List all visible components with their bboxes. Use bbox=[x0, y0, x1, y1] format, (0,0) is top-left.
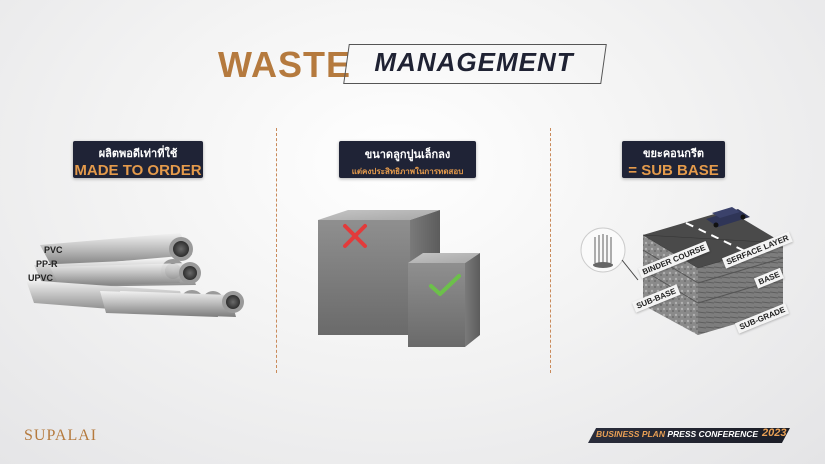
label-smaller-concrete: ขนาดลูกปูนเล็กลง แต่คงประสิทธิภาพในการทด… bbox=[339, 141, 476, 178]
footer-text: BUSINESS PLAN PRESS CONFERENCE bbox=[596, 429, 758, 439]
label-made-to-order: ผลิตพอดีเท่าที่ใช้ MADE TO ORDER bbox=[73, 141, 203, 179]
label-thai-subtext: แต่คงประสิทธิภาพในการทดสอบ bbox=[351, 167, 464, 176]
footer-bar bbox=[588, 428, 790, 443]
section-divider bbox=[276, 128, 277, 373]
footer-year: 2023 bbox=[762, 427, 787, 439]
label-thai-text: ขยะคอนกรีต bbox=[642, 147, 705, 160]
car-icon bbox=[706, 207, 750, 228]
pipes-illustration bbox=[26, 233, 244, 317]
pipe-label-upvc: UPVC bbox=[28, 273, 54, 283]
label-thai-text: ผลิตพอดีเท่าที่ใช้ bbox=[98, 147, 178, 160]
concrete-cubes-illustration bbox=[318, 210, 480, 347]
footer-text-part2: PRESS CONFERENCE bbox=[667, 429, 759, 439]
label-thai-text: ขนาดลูกปูนเล็กลง bbox=[364, 148, 451, 161]
cross-icon bbox=[343, 224, 367, 248]
section-divider bbox=[550, 128, 551, 373]
pipe-label-pvc: PVC bbox=[44, 245, 63, 255]
title-waste: WASTE bbox=[218, 44, 352, 85]
footer-text-part1: BUSINESS PLAN bbox=[596, 429, 665, 439]
check-icon bbox=[429, 274, 461, 296]
title-management: MANAGEMENT bbox=[374, 47, 574, 77]
label-concrete-waste: ขยะคอนกรีต = SUB BASE bbox=[622, 141, 725, 179]
label-english-text: MADE TO ORDER bbox=[74, 162, 202, 179]
pipe-label-ppr: PP-R bbox=[36, 259, 58, 269]
supalai-logo: SUPALAI bbox=[24, 427, 98, 444]
label-english-text: = SUB BASE bbox=[628, 162, 719, 179]
